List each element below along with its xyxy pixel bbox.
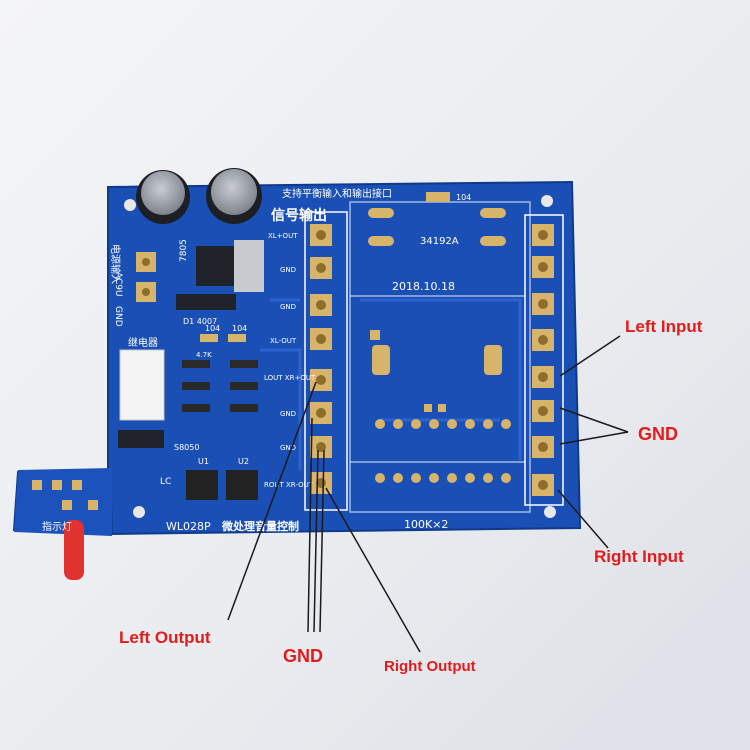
top-smd-part xyxy=(426,192,450,202)
regulator-label: 7805 xyxy=(179,239,189,262)
gnd-bottom-line-1 xyxy=(307,417,313,633)
right-output-line xyxy=(325,487,421,653)
resistors xyxy=(182,360,258,412)
left-column-pads xyxy=(310,224,332,494)
cap-code-top: 104 xyxy=(456,193,471,202)
smd-capacitors xyxy=(200,334,246,342)
model-desc: 微处理音量控制 xyxy=(221,519,299,533)
background-shadow xyxy=(560,560,750,750)
power-gnd-label: GND xyxy=(113,306,123,327)
lc-label: LC xyxy=(160,477,171,487)
pin-label: GND xyxy=(280,303,296,311)
relay-label: 继电器 xyxy=(128,336,158,349)
ic2-label: U2 xyxy=(238,457,249,466)
left-column-labels: XL+OUT GND GND XL-OUT LOUT XR+OUT GND GN… xyxy=(264,232,316,489)
power-ac-label: AC9U xyxy=(113,272,123,297)
left-input-line xyxy=(559,335,621,377)
right-input-line xyxy=(557,489,609,549)
led-indicator xyxy=(64,520,84,580)
left-output-label: Left Output xyxy=(119,628,211,647)
pin-label: ROUT XR-OUT xyxy=(264,481,314,489)
pin-label: GND xyxy=(280,410,296,418)
right-output-label: Right Output xyxy=(384,658,476,675)
left-output-line xyxy=(227,381,317,621)
electrolytic-capacitors xyxy=(136,168,262,224)
pot-pads xyxy=(375,404,511,483)
cap-code-1: 104 xyxy=(205,324,220,333)
model-label: WL028P xyxy=(166,520,211,533)
mounting-holes xyxy=(124,195,556,518)
pin-label: GND xyxy=(280,444,296,452)
power-in-label: 电源输入 xyxy=(109,244,122,284)
relay-connector xyxy=(119,349,165,421)
indicator-label: 指示灯 xyxy=(42,520,72,533)
gnd-bottom-line-2 xyxy=(313,449,319,633)
pin-label: LOUT XR+OUT xyxy=(264,374,316,382)
transistor-label: S8050 xyxy=(174,443,199,452)
resistor-label: 4.7K xyxy=(196,351,212,359)
gnd-bottom-line-3 xyxy=(319,449,325,633)
pin-label: XL+OUT xyxy=(268,232,298,240)
right-input-label: Right Input xyxy=(594,547,684,566)
voltage-regulator: 7805 xyxy=(179,239,264,292)
power-input-pads xyxy=(136,252,156,302)
left-input-label: Left Input xyxy=(625,317,703,336)
gnd-bottom-label: GND xyxy=(283,646,323,666)
date-label: 2018.10.18 xyxy=(392,280,455,293)
transistor-body xyxy=(118,430,164,448)
gnd-right-label: GND xyxy=(638,424,678,444)
ic1-label: U1 xyxy=(198,457,209,466)
pot-label: 100K×2 xyxy=(404,518,448,531)
board-title-top: 支持平衡输入和输出接口 xyxy=(282,187,392,200)
chip-code: 34192A xyxy=(420,236,459,247)
annotation-lines xyxy=(227,335,629,653)
ic-u1 xyxy=(186,470,218,500)
gnd-right-line-1 xyxy=(559,407,629,433)
tab-pads xyxy=(32,480,98,510)
ic-u2 xyxy=(226,470,258,500)
pin-label: GND xyxy=(280,266,296,274)
diode xyxy=(176,294,236,310)
right-column-pads xyxy=(532,224,554,496)
gnd-right-line-2 xyxy=(559,431,629,445)
cap-code-2: 104 xyxy=(232,324,247,333)
pin-label: XL-OUT xyxy=(270,337,297,345)
diode-label: D1 4007 xyxy=(183,317,217,326)
signal-output-label: 信号输出 xyxy=(271,207,327,224)
chip-pads xyxy=(368,208,506,375)
pcb-traces xyxy=(260,298,522,470)
